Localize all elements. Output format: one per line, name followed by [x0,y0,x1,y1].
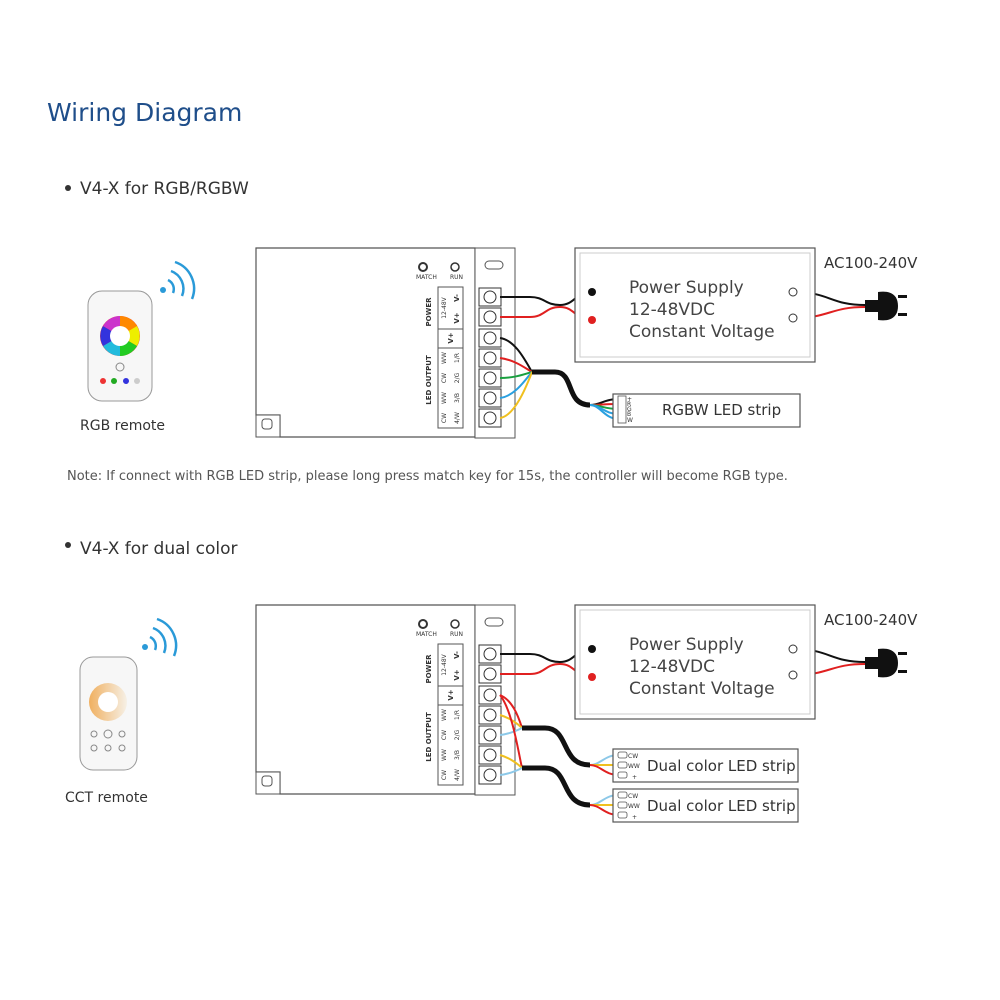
section-rgb: V4-X for RGB/RGBW RGB remote [65,179,918,484]
vminus-label: V- [453,651,461,659]
strip-label: Dual color LED strip [647,797,796,815]
ch-label: 1/R [454,353,461,363]
ch-label: 2/G [454,729,461,740]
plug-icon [865,291,907,321]
bullet [65,185,71,191]
led-wires [499,694,619,816]
ch-label: 2/G [454,372,461,383]
pin-label: G [627,406,632,413]
terminal-block [478,287,502,428]
ps-line3: Constant Voltage [629,679,775,699]
match-label: MATCH [416,631,437,638]
power-label: POWER [425,654,433,684]
pin-label: WW [628,763,640,770]
section-dual-color: V4-X for dual color CCT remote MATCH RUN… [65,539,918,823]
ps-line2: 12-48VDC [629,300,715,320]
dual-color-led-strip: CW WW + Dual color LED strip [612,788,799,823]
note-text: Note: If connect with RGB LED strip, ple… [67,469,788,484]
ch-label: CW [441,413,448,423]
remote-label: RGB remote [80,418,165,434]
ch-label: 4/W [454,769,461,781]
match-label: MATCH [416,274,437,281]
plug-icon [865,648,907,678]
ps-line1: Power Supply [629,278,744,298]
page-title: Wiring Diagram [47,98,242,127]
match-button [418,619,428,629]
ch-label: CW [441,373,448,383]
vplus-out-label: V+ [447,332,455,343]
pin-label: + [632,774,637,781]
ch-label: 3/B [454,750,461,760]
vminus-label: V- [453,294,461,302]
run-led [450,619,460,629]
bullet [65,542,71,548]
voltage-label: 12-48V [441,296,448,318]
run-led [450,262,460,272]
power-supply: Power Supply 12-48VDC Constant Voltage [574,247,816,363]
led-wires [499,337,619,420]
power-label: POWER [425,297,433,327]
terminal-block [478,644,502,785]
ch-label: CW [441,770,448,780]
run-label: RUN [450,631,463,638]
cct-remote [79,656,138,771]
pin-label: + [632,814,637,821]
ch-label: 4/W [454,412,461,424]
vplus-label: V+ [453,312,461,323]
pin-label: + [627,396,632,403]
power-supply: Power Supply 12-48VDC Constant Voltage [574,604,816,720]
controller: MATCH RUN POWER LED OUTPUT 12-48V V- V+ … [255,247,516,439]
ac-label: AC100-240V [824,611,918,629]
ps-line3: Constant Voltage [629,322,775,342]
wireless-signal-icon [142,617,178,657]
ch-label: WW [441,392,448,404]
led-output-label: LED OUTPUT [425,712,433,762]
ch-label: WW [441,749,448,761]
dual-color-led-strip: CW WW + Dual color LED strip [612,748,799,783]
ch-label: CW [441,730,448,740]
ac-label: AC100-240V [824,254,918,272]
controller: MATCH RUN POWER LED OUTPUT 12-48V V- V+ … [255,604,918,796]
rgbw-led-strip: + R G B W RGBW LED strip [612,393,801,428]
ps-line2: 12-48VDC [629,657,715,677]
strip-label: RGBW LED strip [662,401,781,419]
led-output-label: LED OUTPUT [425,355,433,405]
ch-label: WW [441,352,448,364]
ch-label: 3/B [454,393,461,403]
ch-label: WW [441,709,448,721]
pin-label: R [627,401,631,408]
section-heading: V4-X for dual color [80,539,238,559]
pin-label: WW [628,803,640,810]
pin-label: W [627,417,633,424]
run-label: RUN [450,274,463,281]
match-button [418,262,428,272]
pin-label: CW [628,793,638,800]
ch-label: 1/R [454,710,461,720]
vplus-label: V+ [453,669,461,680]
section-heading: V4-X for RGB/RGBW [80,179,249,199]
rgb-remote [87,290,153,402]
wireless-signal-icon [160,260,196,300]
pin-label: B [627,411,631,418]
vplus-out-label: V+ [447,689,455,700]
pin-label: CW [628,753,638,760]
strip-label: Dual color LED strip [647,757,796,775]
remote-label: CCT remote [65,790,148,806]
ps-line1: Power Supply [629,635,744,655]
voltage-label: 12-48V [441,653,448,675]
